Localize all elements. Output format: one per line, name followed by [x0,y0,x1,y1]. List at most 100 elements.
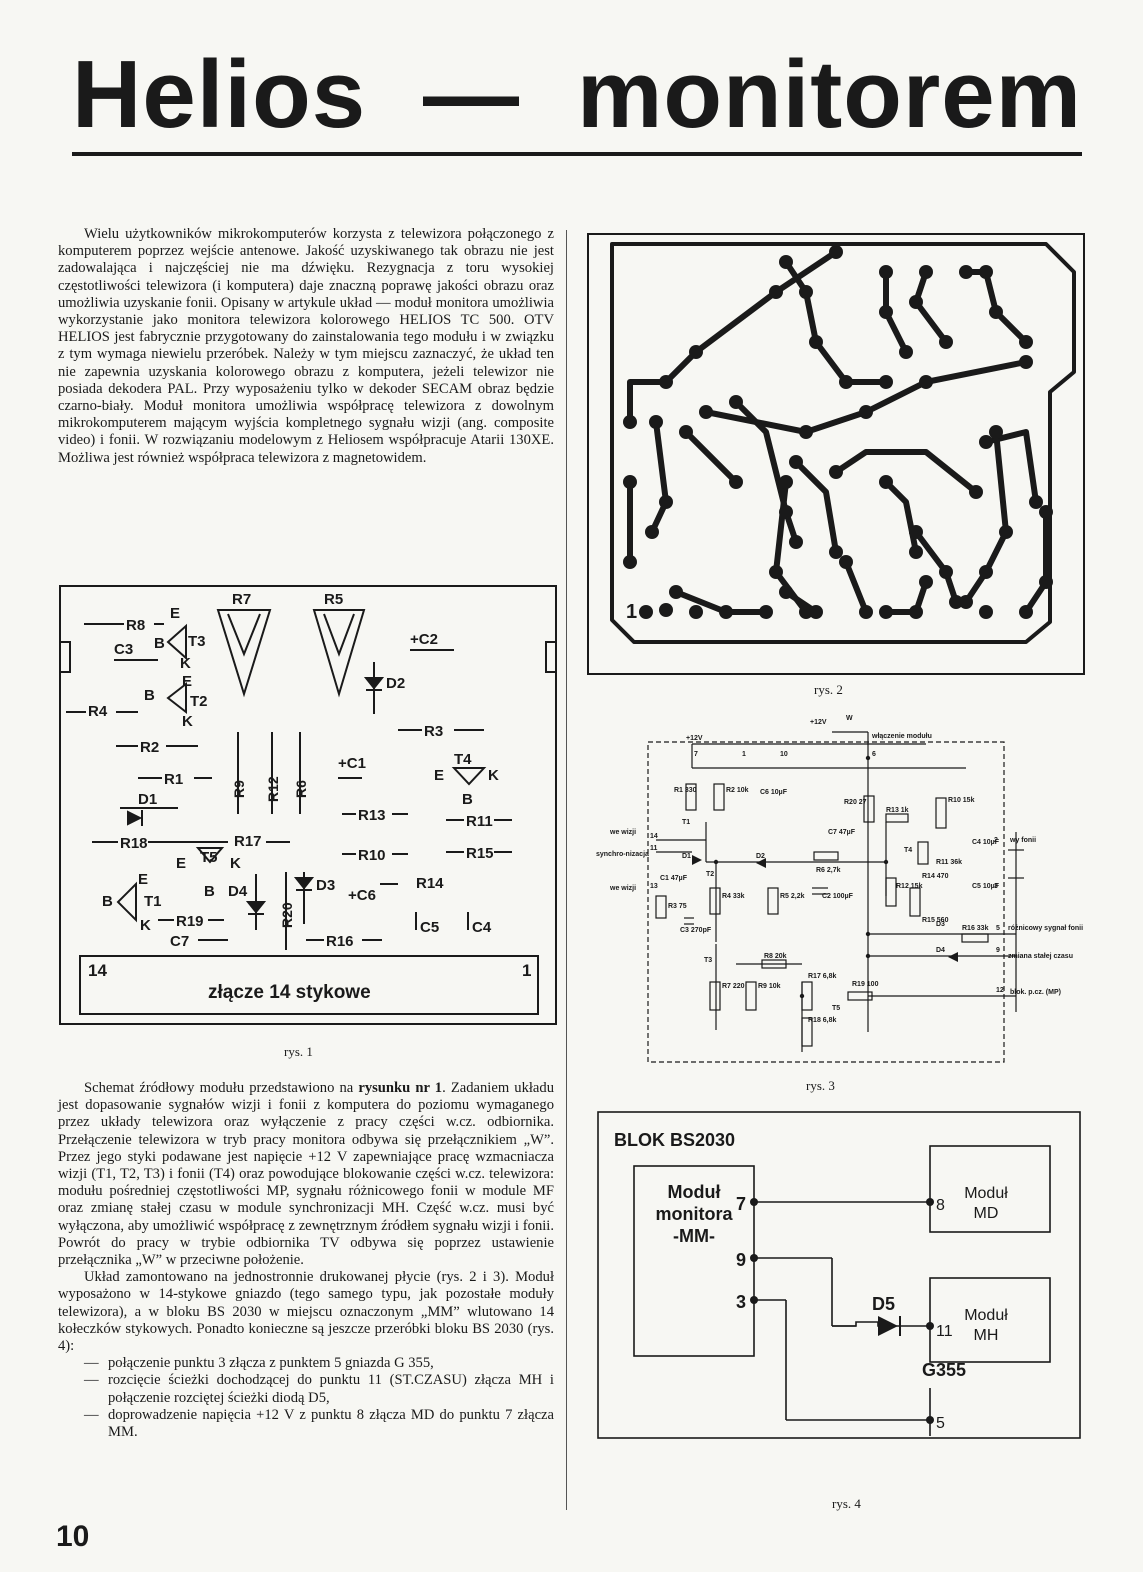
fig3-label-d2: D2 [756,853,765,860]
fig1-label-k3: K [180,655,191,672]
fig4-pin-8: 8 [936,1197,945,1214]
intro-paragraph: Wielu użytkowników mikrokomputerów korzy… [58,226,554,466]
fig4-md-line1: Moduł [964,1185,1008,1202]
fig4-mm-line2: monitora [655,1204,733,1224]
figure-3-caption: rys. 3 [806,1078,835,1093]
fig1-label-r16: R16 [326,933,354,950]
fig3-label-t5: T5 [832,1005,840,1012]
list-item: rozcięcie ścieżki dochodzącej do punktu … [58,1372,554,1406]
fig3-label-in-sync: synchro-nizacja [596,851,649,858]
fig3-label-p14: 14 [650,833,658,840]
fig3-label-r18: R18 6,8k [808,1017,837,1024]
fig1-label-c7: C7 [170,933,189,950]
fig1-label-e1: E [138,871,148,888]
figure-3-schematic: +12V W włączenie modułu +12V 7 1 10 6 we… [596,715,1083,1063]
fig3-label-p3: 3 [994,883,998,890]
fig1-label-r20: R20 [279,902,295,928]
fig3-label-p11: 11 [650,845,658,852]
fig3-label-t3: T3 [704,957,712,964]
fig1-label-r19: R19 [176,913,204,930]
fig3-label-r20: R20 27 [844,799,867,806]
fig1-label-c5: C5 [420,919,439,936]
connector-pin-1: 1 [522,961,531,980]
fig4-mh-line2: MH [974,1327,999,1344]
fig1-label-b2: B [144,687,155,704]
connector-pin-14: 14 [88,961,107,980]
fig1-label-d4: D4 [228,883,248,900]
fig3-label-p9: 9 [996,947,1000,954]
pcb-pin-1-label: 1 [626,601,637,623]
fig3-label-r11: R11 36k [936,859,962,866]
fig1-label-d2: D2 [386,675,405,692]
fig4-mh-line1: Moduł [964,1307,1008,1324]
fig1-label-t2: T2 [190,693,208,710]
fig1-label-r4: R4 [88,703,108,720]
column-divider [566,230,567,1510]
fig3-label-p12: 12 [996,987,1004,994]
fig3-label-r15: R15 560 [922,917,949,924]
fig3-label-r10: R10 15k [948,797,975,804]
list-item: połączenie punktu 3 złącza z punktem 5 g… [58,1355,554,1372]
fig4-diode-d5: D5 [872,1294,895,1314]
fig3-label-d4: D4 [936,947,945,954]
fig3-label-r4: R4 33k [722,893,745,900]
fig3-label-c2: C2 100µF [822,893,854,900]
fig3-label-r13: R13 1k [886,807,909,814]
fig3-label-t2: T2 [706,871,714,878]
figure-2-pcb-layout: 1 [587,233,1085,675]
fig3-label-c6: C6 10µF [760,789,788,796]
fig1-label-r1: R1 [164,771,183,788]
fig1-label-r18: R18 [120,835,148,852]
figure-4-block-diagram: BLOK BS2030 Moduł monitora -MM- 7 9 3 D5… [597,1111,1081,1439]
fig1-label-r14: R14 [416,875,444,892]
modification-list: połączenie punktu 3 złącza z punktem 5 g… [58,1355,554,1441]
fig3-label-out-fonii: wy fonii [1009,837,1036,844]
body-text: Schemat źródłowy modułu przedstawiono na… [58,1080,554,1441]
fig3-label-r3: R3 75 [668,903,687,910]
fig1-label-e4: E [434,767,444,784]
fig1-label-e3: E [170,605,180,622]
fig3-label-r8: R8 20k [764,953,787,960]
fig3-label-r19: R19 100 [852,981,879,988]
fig1-label-c1: +C1 [338,755,366,772]
fig4-mm-line1: Moduł [668,1182,721,1202]
fig3-label-r14: R14 470 [922,873,949,880]
fig3-label-out-mp: blok. p.cz. (MP) [1010,989,1061,996]
fig1-label-d3: D3 [316,877,335,894]
fig1-label-r9: R9 [231,780,247,798]
fig4-pin-7: 7 [736,1194,746,1214]
list-item: doprowadzenie napięcia +12 V z punktu 8 … [58,1407,554,1441]
title-word-2: monitorem [576,41,1082,148]
fig1-label-r15: R15 [466,845,494,862]
fig1-label-e5: E [176,855,186,872]
fig1-label-r13: R13 [358,807,386,824]
fig3-label-c5: C5 10µF [972,883,1000,890]
fig3-label-switch: W [846,715,853,722]
fig3-label-c4: C4 10µF [972,839,1000,846]
fig1-label-c6: +C6 [348,887,376,904]
figure-2-caption: rys. 2 [814,682,843,697]
fig3-label-t1: T1 [682,819,690,826]
fig3-label-r2: R2 10k [726,787,749,794]
fig1-label-k4: K [488,767,499,784]
fig4-mm-line3: -MM- [673,1226,715,1246]
fig3-label-r5: R5 2,2k [780,893,805,900]
fig1-label-r10: R10 [358,847,386,864]
fig1-label-e2: E [182,673,192,690]
fig3-label-r12: R12 15k [896,883,923,890]
fig3-label-12v: +12V [686,735,703,742]
fig3-label-r17: R17 6,8k [808,973,837,980]
figure-4-caption: rys. 4 [832,1496,861,1511]
body-paragraph-2: Układ zamontowano na jednostronnie druko… [58,1269,554,1355]
fig4-block-title: BLOK BS2030 [614,1130,735,1150]
fig3-label-c7: C7 47µF [828,829,856,836]
fig3-label-p6: 6 [872,751,876,758]
fig3-label-c1: C1 47µF [660,875,688,882]
fig3-label-c3: C3 270pF [680,927,712,934]
fig1-label-r11: R11 [466,813,493,830]
fig3-label-p10: 10 [780,751,788,758]
fig1-label-c2: +C2 [410,631,438,648]
fig3-label-p2: 2 [994,837,998,844]
fig1-label-r3: R3 [424,723,443,740]
fig1-label-k5: K [230,855,241,872]
